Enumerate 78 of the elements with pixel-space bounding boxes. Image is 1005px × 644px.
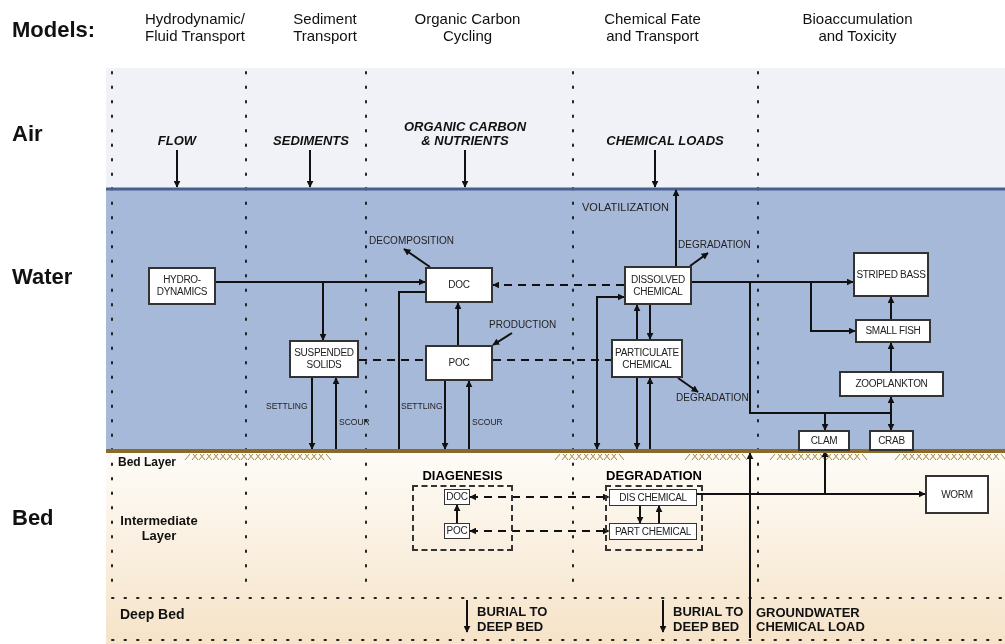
layer-label: Air xyxy=(12,122,44,146)
process-box: SMALL FISH xyxy=(855,319,931,343)
column-heading: Hydrodynamic/ Fluid Transport xyxy=(143,10,246,44)
arrow xyxy=(454,302,462,346)
arrow xyxy=(453,504,461,524)
process-label: PRODUCTION xyxy=(489,319,559,333)
arrow xyxy=(403,248,431,268)
process-note: BURIAL TO DEEP BED xyxy=(673,604,745,634)
process-note: BURIAL TO DEEP BED xyxy=(477,604,549,634)
column-heading: Sediment Transport xyxy=(292,10,358,44)
arrow xyxy=(215,281,327,341)
layer-label: Deep Bed xyxy=(120,606,186,622)
arrow xyxy=(469,493,610,501)
flux-label: GROUNDWATER CHEMICAL LOAD xyxy=(750,606,875,640)
process-label: DEGRADATION xyxy=(676,392,748,406)
arrow xyxy=(887,342,895,372)
edge-label: SETTLING xyxy=(266,400,308,413)
arrow xyxy=(636,505,644,524)
layer-label: Water xyxy=(12,265,74,289)
process-label: DECOMPOSITION xyxy=(369,235,455,249)
edge-label: SETTLING xyxy=(401,400,443,413)
arrow xyxy=(306,149,314,188)
process-box: POC xyxy=(425,345,493,381)
arrow xyxy=(672,189,680,267)
edge-label: VOLATILIZATION xyxy=(582,201,669,214)
process-box: WORM xyxy=(925,475,989,514)
process-box: DISSOLVED CHEMICAL xyxy=(624,266,692,305)
arrow xyxy=(173,149,181,188)
arrow xyxy=(651,149,659,188)
arrow xyxy=(492,281,625,289)
process-box: PARTICULATE CHEMICAL xyxy=(611,339,683,378)
flux-label: SEDIMENTS xyxy=(266,134,356,150)
arrow xyxy=(332,377,340,450)
connector-line xyxy=(492,359,612,361)
process-box: STRIPED BASS xyxy=(853,252,929,297)
process-box: DOC xyxy=(425,267,493,303)
process-box: CRAB xyxy=(869,430,914,451)
flux-label: FLOW xyxy=(155,134,199,150)
process-label: DEGRADATION xyxy=(678,239,750,253)
process-box: DIS CHEMICAL xyxy=(609,489,697,506)
arrow xyxy=(441,380,449,450)
arrow xyxy=(655,505,663,524)
process-box: POC xyxy=(444,523,470,539)
process-box: HYDRO-DYNAMICS xyxy=(148,267,216,305)
flux-label: CHEMICAL LOADS xyxy=(598,134,732,150)
column-heading: Chemical Fate and Transport xyxy=(603,10,702,44)
process-box: CLAM xyxy=(798,430,850,451)
group-heading: DIAGENESIS xyxy=(421,468,504,483)
arrow xyxy=(689,252,709,267)
arrow xyxy=(646,377,654,450)
arrow xyxy=(677,377,699,393)
arrow xyxy=(887,296,895,320)
arrow xyxy=(308,377,316,450)
connector-line xyxy=(398,291,426,450)
process-box: DOC xyxy=(444,489,470,505)
process-box: PART CHEMICAL xyxy=(609,523,697,540)
heading: Models: xyxy=(12,18,97,42)
connector-line xyxy=(358,359,426,361)
flux-label: ORGANIC CARBON & NUTRIENTS xyxy=(398,120,532,150)
arrow xyxy=(469,527,610,535)
arrow xyxy=(633,377,641,450)
layer-label: Bed xyxy=(12,506,55,530)
edge-label: SCOUR xyxy=(339,416,370,429)
arrow xyxy=(746,452,754,639)
process-box: SUSPENDED SOLIDS xyxy=(289,340,359,378)
arrow xyxy=(593,293,625,450)
arrow xyxy=(461,149,469,188)
edge-label: SCOUR xyxy=(472,416,503,429)
arrow xyxy=(492,332,513,346)
process-box: ZOOPLANKTON xyxy=(839,371,944,397)
group-heading: DEGRADATION xyxy=(605,468,703,483)
column-heading: Organic Carbon Cycling xyxy=(413,10,522,44)
column-heading: Bioaccumulation and Toxicity xyxy=(801,10,914,44)
arrow xyxy=(633,304,641,340)
layer-label: Intermediate Layer xyxy=(119,513,199,543)
arrow xyxy=(465,380,473,450)
layer-label: Bed Layer xyxy=(118,455,178,469)
arrow xyxy=(646,304,654,340)
